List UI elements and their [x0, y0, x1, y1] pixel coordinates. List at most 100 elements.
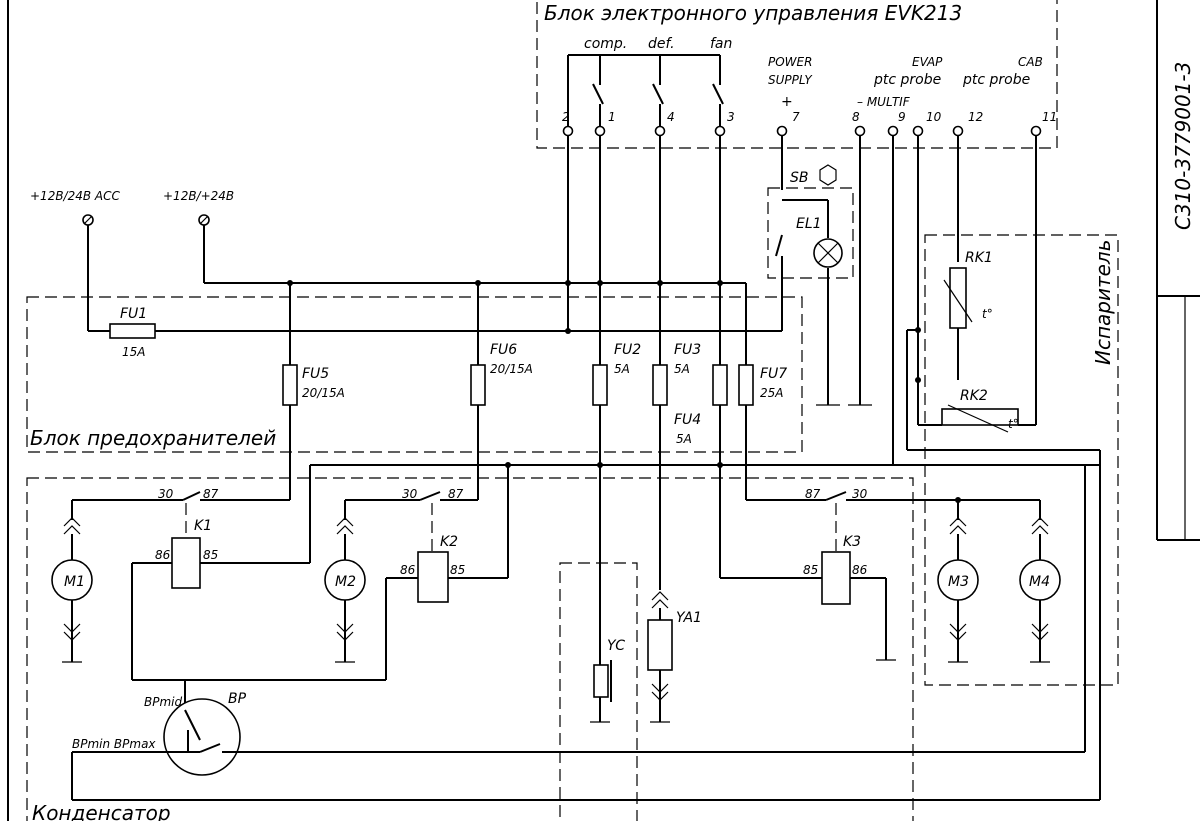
k1-pin85: 85: [203, 548, 218, 562]
fuse-fu2: [592, 364, 608, 406]
bpmin-bpmax-label: BPmin BPmax: [72, 737, 156, 751]
fuse-fu3: [652, 364, 668, 406]
fuse-fu7: [738, 364, 754, 406]
terminal-1-label: 1: [608, 110, 616, 124]
plus-label: +: [781, 94, 793, 110]
fu5-name: FU5: [302, 366, 329, 382]
fu6-rating: 20/15A: [490, 362, 533, 376]
terminal-4-label: 4: [667, 110, 675, 124]
relay-k2: [417, 551, 449, 603]
power-label-1: POWER: [768, 55, 812, 69]
controller-terminals: [562, 125, 1042, 137]
fu3-name: FU3: [674, 342, 701, 358]
fu1-rating: 15A: [122, 345, 145, 359]
cab-label: CAB: [1018, 55, 1043, 69]
m2-label: M2: [335, 574, 356, 590]
fuse-fu1: [109, 323, 156, 339]
rk2-label: RK2: [960, 388, 988, 404]
el1-label: EL1: [796, 216, 822, 232]
compressor-clutch-box: [559, 562, 638, 821]
condenser-box: [26, 477, 914, 821]
clutch-yc: [590, 660, 612, 723]
k3-pin86: 86: [852, 563, 868, 577]
supply-acc-label: +12B/24B ACC: [30, 189, 121, 203]
ptc-probe-label-1: ptc probe: [873, 72, 941, 88]
relay-k3: [821, 551, 851, 605]
k2-pin30: 30: [402, 487, 418, 501]
fu6-name: FU6: [490, 342, 517, 358]
terminal-3-label: 3: [727, 110, 735, 124]
k3-pin87: 87: [805, 487, 821, 501]
terminal-9-label: 9: [898, 110, 906, 124]
motor-m4: [1019, 517, 1061, 663]
thermistor-rk1: [949, 267, 967, 329]
terminal-12-label: 12: [968, 110, 983, 124]
fu2-rating: 5A: [614, 362, 630, 376]
k3-pin85: 85: [803, 563, 818, 577]
evaporator-box: [924, 234, 1119, 686]
condenser-title: Конденсатор: [32, 801, 171, 821]
supply-terminal-batt: [198, 214, 210, 226]
controller-title: Блок электронного управления EVK213: [544, 1, 962, 25]
rk2-temp: t°: [1008, 417, 1019, 431]
fu3-rating: 5A: [674, 362, 690, 376]
terminal-11-label: 11: [1042, 110, 1057, 124]
power-label-2: SUPPLY: [768, 73, 813, 87]
fuse-block-box: [26, 296, 803, 453]
controller-box: [536, 0, 1058, 149]
thermistor-rk2: [941, 408, 1019, 426]
k3-pin30: 30: [852, 487, 868, 501]
output-label-comp: comp.: [584, 36, 627, 52]
k1-pin86: 86: [155, 548, 171, 562]
m1-label: M1: [64, 574, 85, 590]
output-label-def: def.: [648, 36, 675, 52]
k1-pin30: 30: [158, 487, 174, 501]
terminal-7-label: 7: [792, 110, 800, 124]
rk1-slash: [943, 279, 973, 323]
fuse-block-title: Блок предохранителей: [30, 426, 276, 450]
k1-label: K1: [194, 518, 212, 534]
multif-label: – MULTIF: [857, 95, 911, 109]
k2-pin85: 85: [450, 563, 465, 577]
terminal-2-label: 2: [562, 110, 570, 124]
yc-label: YC: [607, 638, 625, 654]
lamp-el1-icon: [813, 238, 843, 268]
pressure-switch-bp: [163, 698, 241, 776]
evaporator-title: Испаритель: [1091, 239, 1115, 365]
k2-label: K2: [440, 534, 458, 550]
k1-pin87: 87: [203, 487, 219, 501]
rk2-slash: [947, 404, 1009, 433]
supply-terminal-acc: [82, 214, 94, 226]
fu4-name: FU4: [674, 412, 701, 428]
fuse-fu6: [470, 364, 486, 406]
fu7-name: FU7: [760, 366, 787, 382]
rk1-label: RK1: [965, 250, 993, 266]
ya1-label: YA1: [676, 610, 702, 626]
m4-label: M4: [1029, 574, 1050, 590]
fu4-rating: 5A: [676, 432, 692, 446]
m3-label: M3: [948, 574, 969, 590]
k2-pin87: 87: [448, 487, 464, 501]
valve-ya1: [647, 591, 673, 723]
terminal-10-label: 10: [926, 110, 942, 124]
switch-sb-icon: [819, 164, 837, 186]
terminal-8-label: 8: [852, 110, 860, 124]
fu1-name: FU1: [120, 306, 147, 322]
fu5-rating: 20/15A: [302, 386, 345, 400]
k3-label: K3: [843, 534, 861, 550]
rk1-temp: t°: [982, 307, 993, 321]
ptc-probe-label-2: ptc probe: [962, 72, 1030, 88]
motor-m2: [324, 517, 366, 663]
evap-label: EVAP: [912, 55, 943, 69]
lamp-switch-box: [767, 187, 854, 279]
fu2-name: FU2: [614, 342, 641, 358]
motor-m3: [937, 517, 979, 663]
k2-pin86: 86: [400, 563, 416, 577]
relay-k1: [171, 537, 201, 589]
document-number: С310-3779001-3: [1171, 62, 1195, 230]
supply-batt-label: +12B/+24B: [163, 189, 234, 203]
bp-label: BP: [228, 691, 247, 707]
sb-label: SB: [790, 170, 809, 186]
bpmid-label: BPmid: [144, 695, 182, 709]
